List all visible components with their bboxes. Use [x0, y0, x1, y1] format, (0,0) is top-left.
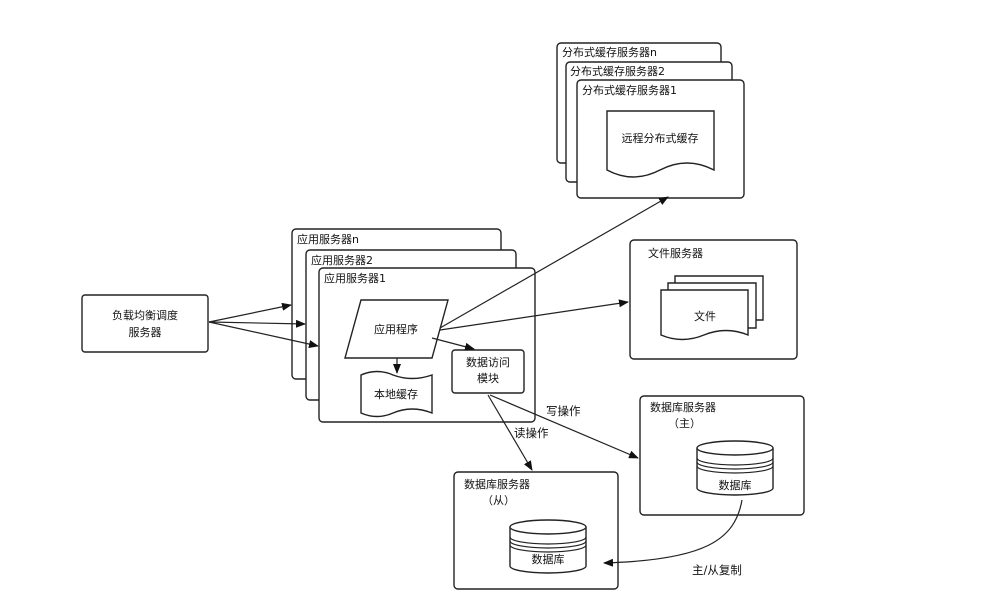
connectors — [208, 196, 743, 567]
local-cache-shape — [360, 370, 433, 418]
db-master-cylinder-stripes — [696, 457, 774, 474]
load-balancer: 负载均衡调度 服务器 — [81, 294, 209, 353]
app-to-file-arrow — [439, 299, 629, 331]
file-doc-front — [660, 289, 749, 341]
file-server-title: 文件服务器 — [648, 246, 703, 260]
db-master-title: 数据库服务器 — [650, 400, 716, 414]
load-balancer-line2: 服务器 — [129, 326, 162, 339]
app-program-label: 应用程序 — [374, 322, 418, 336]
app-server-n-title: 应用服务器n — [297, 232, 359, 246]
db-master-server: 数据库服务器 （主） 数据库 — [639, 395, 805, 516]
db-slave-cylinder-top — [509, 519, 587, 535]
cache-server-n-title: 分布式缓存服务器n — [562, 45, 657, 59]
db-master-cylinder-top — [696, 440, 774, 456]
file-label: 文件 — [694, 309, 716, 323]
app-to-data-access-arrow — [431, 337, 475, 351]
lb-to-app-1-arrow — [208, 321, 319, 348]
db-master-db-label: 数据库 — [719, 478, 752, 492]
remote-cache-document-shape — [606, 110, 715, 178]
app-server-2-title: 应用服务器2 — [311, 253, 373, 267]
db-slave-cylinder-stripes — [509, 536, 587, 553]
cache-server-2-title: 分布式缓存服务器2 — [570, 64, 665, 78]
db-slave-title: 数据库服务器 — [464, 477, 530, 491]
app-to-cache-arrow — [439, 196, 669, 329]
file-server: 文件服务器 文件 — [629, 239, 798, 360]
write-operation-label: 写操作 — [546, 404, 581, 418]
local-cache-label: 本地缓存 — [374, 387, 418, 401]
replication-arrow — [603, 499, 743, 567]
db-master-role: （主） — [668, 417, 701, 430]
write-arrow — [489, 394, 639, 459]
app-server-1-title: 应用服务器1 — [324, 271, 386, 285]
app-program-shape — [344, 299, 449, 359]
lb-to-app-n-arrow — [208, 302, 292, 323]
db-slave-server: 数据库服务器 （从） 数据库 — [453, 471, 619, 590]
replication-label: 主/从复制 — [692, 563, 742, 577]
data-access-line2: 模块 — [477, 372, 499, 385]
lb-to-app-2-arrow — [208, 319, 306, 328]
remote-cache-label: 远程分布式缓存 — [622, 131, 699, 145]
db-master-cylinder-body — [696, 448, 774, 496]
db-slave-db-label: 数据库 — [532, 552, 565, 566]
load-balancer-box — [81, 294, 209, 353]
cache-server-1-title: 分布式缓存服务器1 — [582, 83, 677, 97]
read-operation-label: 读操作 — [514, 426, 549, 440]
db-slave-cylinder-body — [509, 527, 587, 574]
load-balancer-line1: 负载均衡调度 — [112, 308, 178, 322]
read-arrow — [487, 394, 533, 471]
data-access-line1: 数据访问 — [466, 355, 510, 369]
cache-server-stack: 分布式缓存服务器n 分布式缓存服务器2 分布式缓存服务器1 远程分布式缓存 — [556, 42, 745, 199]
app-server-stack: 应用服务器n 应用服务器2 应用服务器1 应用程序 本地缓存 数据访问 模块 — [291, 228, 536, 423]
data-access-module-box — [451, 349, 525, 394]
db-slave-role: （从） — [482, 494, 515, 507]
